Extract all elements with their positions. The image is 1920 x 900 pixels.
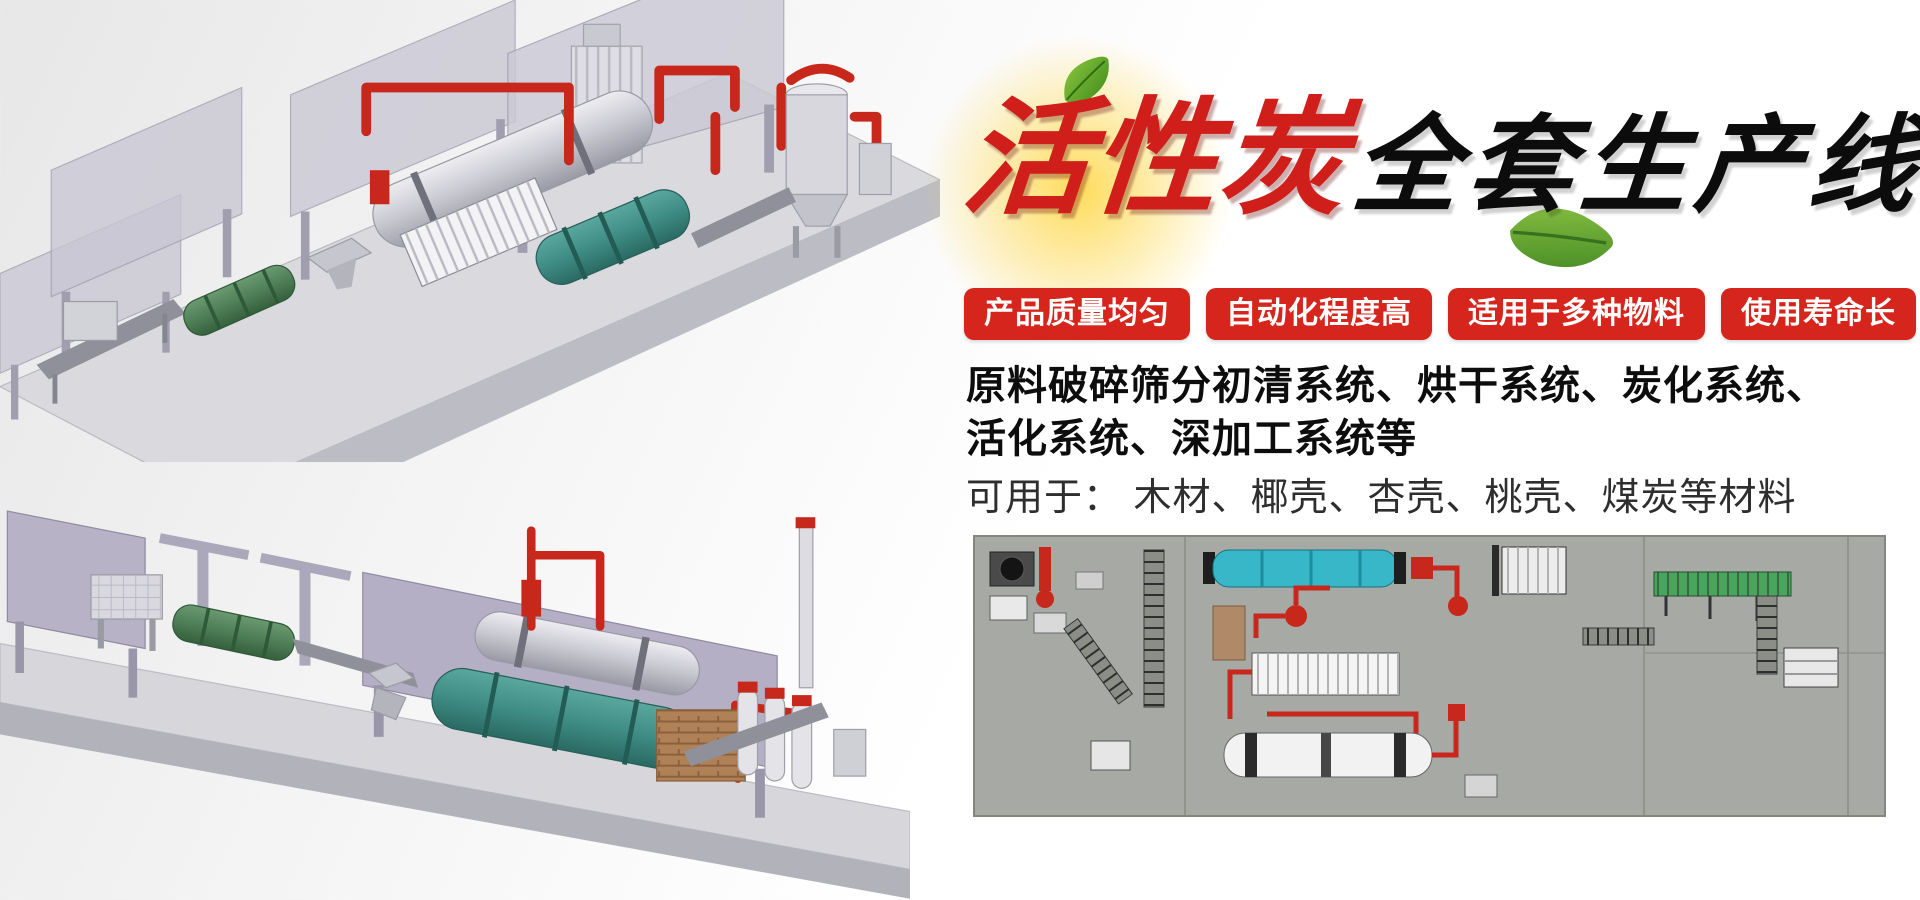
production-line-render-top (0, 0, 940, 462)
feature-badge-quality: 产品质量均匀 (964, 288, 1190, 340)
feature-badge-materials: 适用于多种物料 (1448, 288, 1705, 340)
feature-badges: 产品质量均匀 自动化程度高 适用于多种物料 使用寿命长 (964, 288, 1916, 340)
drying-carbonization-section (1203, 545, 1567, 798)
feeding-and-crushing-units (36, 237, 373, 404)
description-line-1: 原料破碎筛分初清系统、烘干系统、炭化系统、 (966, 364, 1827, 408)
leaf-icon (1510, 208, 1613, 268)
discharge-conveyor (690, 187, 796, 249)
red-manifold (521, 579, 542, 617)
feature-badge-lifespan: 使用寿命长 (1721, 288, 1916, 340)
dryer-drum (474, 611, 700, 696)
description-line-2: 活化系统、深加工系统等 (966, 417, 1417, 461)
feature-badge-automation: 自动化程度高 (1206, 288, 1432, 340)
red-manifold (369, 170, 390, 205)
fin-heat-exchanger (399, 177, 558, 288)
carbonization-furnace (785, 83, 892, 258)
plant-layout-diagram (973, 535, 1886, 817)
page-title: 活性炭全套生产线 (958, 88, 1920, 229)
packing-conveyor-section (1582, 571, 1839, 688)
title-highlight: 活性炭 (957, 88, 1355, 229)
feeding-section (989, 547, 1165, 771)
plant-layout-svg (973, 535, 1886, 817)
outfeed-conveyor (683, 702, 829, 767)
storage-tank (833, 728, 867, 777)
description-line-3: 可用于： 木材、椰壳、杏壳、桃壳、煤炭等材料 (966, 477, 1797, 519)
production-line-render-bottom (0, 510, 910, 899)
activation-drum (535, 189, 691, 285)
content-column: 活性炭全套生产线 产品质量均匀 自动化程度高 适用于多种物料 使用寿命长 原料破… (918, 0, 1920, 900)
feeder-and-crusher (90, 574, 419, 721)
description: 原料破碎筛分初清系统、烘干系统、炭化系统、 活化系统、深加工系统等 可用于： 木… (966, 360, 1827, 524)
title-rest: 全套生产线 (1348, 107, 1920, 225)
leaf-icon (1064, 56, 1109, 104)
